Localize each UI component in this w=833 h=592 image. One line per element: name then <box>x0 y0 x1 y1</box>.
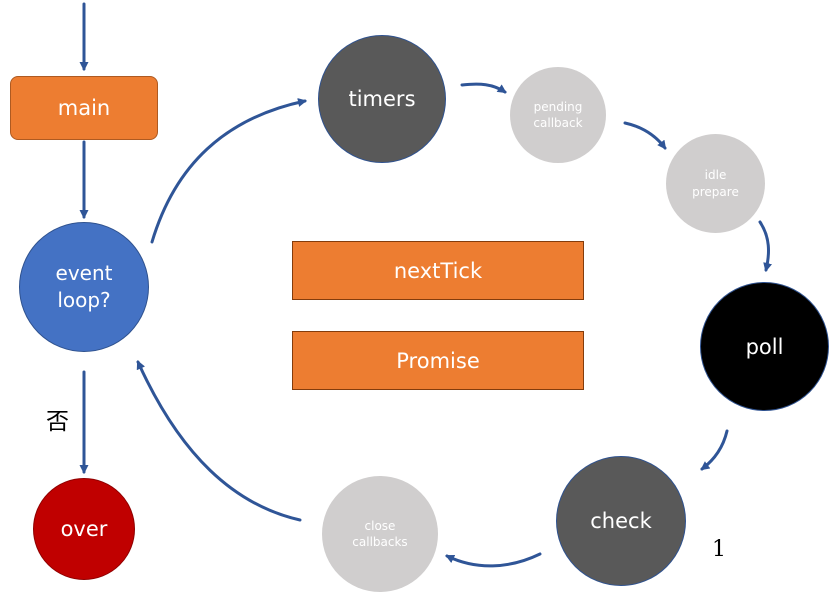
close-callbacks-phase: close callbacks <box>322 476 438 592</box>
arrow-pending-to-idle <box>623 121 667 150</box>
timers-phase: timers <box>318 35 446 163</box>
promise-queue: Promise <box>292 331 584 390</box>
arrow-check-to-close <box>445 552 542 568</box>
over-node: over <box>33 478 135 580</box>
pending-callback-phase: pending callback <box>510 67 606 163</box>
arrow-close-to-event-loop <box>136 360 302 522</box>
arrow-poll-to-check <box>700 429 729 471</box>
main-node: main <box>10 76 158 140</box>
edge-label-no: 否 <box>46 409 69 435</box>
event-loop-node: event loop? <box>19 222 149 352</box>
arrow-idle-to-poll <box>758 220 772 272</box>
check-phase: check <box>556 456 686 586</box>
poll-phase: poll <box>700 282 829 411</box>
idle-prepare-phase: idle prepare <box>666 134 765 233</box>
edge-label-one: 1 <box>712 537 726 562</box>
next-tick-queue: nextTick <box>292 241 584 300</box>
arrow-timers-to-pending <box>460 82 507 94</box>
arrow-event-loop-to-timers <box>150 98 307 244</box>
